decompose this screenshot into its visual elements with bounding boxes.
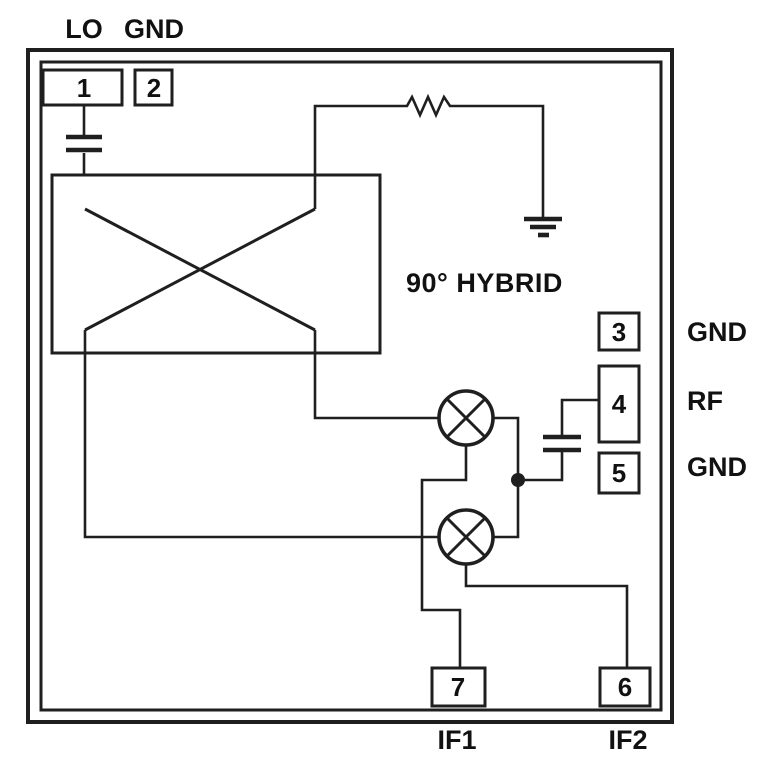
hybrid-coupler-cross [84,207,316,332]
hybrid-block-label: 90° HYBRID [406,268,563,298]
pin-7-number: 7 [451,672,465,702]
label-rf: RF [687,386,723,416]
hybrid-coupler-box [50,173,382,355]
pin-1-box [41,68,124,107]
pin-5-number: 5 [612,458,626,488]
pin-6-box [598,666,652,708]
label-gnd-right-bottom: GND [687,452,747,482]
wire-mixer2-to-pin6 [464,564,629,668]
chip-inner-border [39,60,663,712]
pin-5-box [597,451,641,495]
pin-7-box [430,666,487,708]
lo-blocking-capacitor [66,134,102,153]
wire-hybrid-to-mixer2 [83,330,439,539]
wire-mixer1-to-pin7 [420,445,468,668]
label-gnd-right-top: GND [687,317,747,347]
label-if2: IF2 [608,725,647,755]
pin-1-number: 1 [77,73,91,103]
pin-3-number: 3 [612,317,626,347]
wire-hybrid-resistor-ground [313,93,545,217]
pin-2-box [133,68,174,107]
pin-4-number: 4 [612,389,627,419]
wire-cap-to-pin4 [560,398,599,435]
pin-6-number: 6 [618,672,632,702]
pin-3-box [597,311,641,352]
label-if1: IF1 [437,725,476,755]
chip-outer-border [26,48,674,724]
pin-4-box [597,364,641,444]
ground-symbol [524,216,562,238]
wire-junction-to-cap [518,452,564,482]
mixer-1-cross [445,397,487,439]
rf-blocking-capacitor [543,434,581,453]
mixer-2-cross [445,516,487,558]
wire-hybrid-to-mixer1 [313,330,439,420]
mixer-2 [437,508,495,566]
pin-2-number: 2 [147,73,161,103]
mixer-1 [437,389,495,447]
label-lo: LO [65,14,103,44]
label-gnd-top: GND [124,14,184,44]
